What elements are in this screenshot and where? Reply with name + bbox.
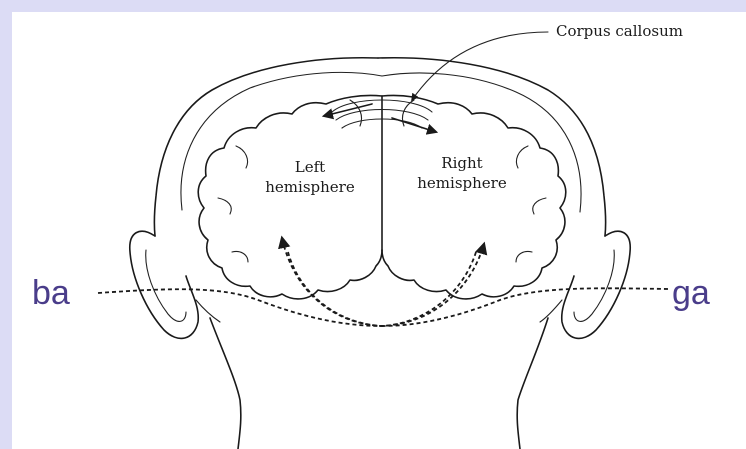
- corpus-callosum-fibers: [324, 100, 436, 132]
- left-ear: [130, 231, 198, 338]
- right-ear: [562, 231, 630, 338]
- left-hemisphere-label-line1: Left: [295, 158, 325, 176]
- right-hemisphere-label-line2: hemisphere: [417, 174, 507, 192]
- head-outline: [154, 58, 605, 449]
- corpus-callosum-label: Corpus callosum: [556, 22, 683, 40]
- auditory-pathways: [98, 238, 668, 326]
- left-hemisphere-label-line2: hemisphere: [265, 178, 355, 196]
- brain-outline: [198, 95, 566, 298]
- right-hemisphere-label-line1: Right: [441, 154, 482, 172]
- right-ear-syllable: ga: [672, 274, 710, 312]
- left-ear-syllable: ba: [32, 274, 70, 312]
